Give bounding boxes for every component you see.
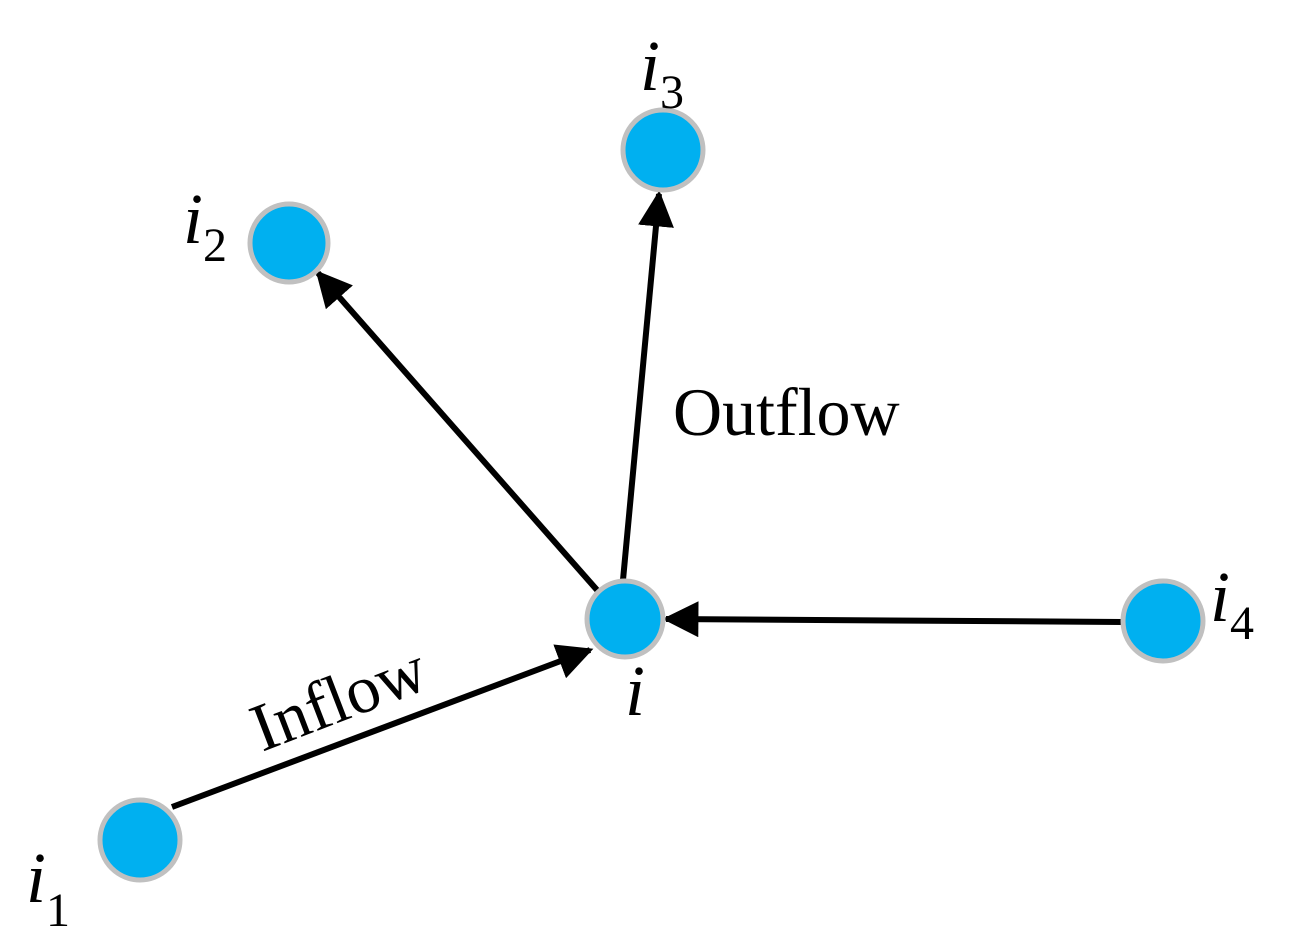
node-label-i2: i2 (183, 179, 227, 272)
node-label-i: i (625, 651, 645, 731)
node-i3 (620, 107, 706, 193)
node-i1 (97, 797, 183, 883)
outflow-label: Outflow (673, 374, 900, 450)
edge-i1-to-i (170, 644, 594, 810)
node-i2 (247, 201, 331, 285)
node-label-i3: i3 (640, 26, 684, 119)
nodes-group (97, 107, 1206, 883)
node-label-i4: i4 (1210, 557, 1254, 650)
node-i4 (1120, 578, 1206, 664)
edge-i-to-i3 (620, 190, 674, 581)
node-label-i1: i1 (26, 838, 70, 937)
node-i (584, 578, 666, 660)
edge-i4-to-i (662, 601, 1123, 638)
edge-i-to-i2 (315, 270, 600, 592)
flow-annotations: Inflow Outflow (240, 374, 900, 766)
edges-group (170, 190, 1123, 810)
node-labels: i i1 i2 i3 i4 (26, 26, 1254, 937)
